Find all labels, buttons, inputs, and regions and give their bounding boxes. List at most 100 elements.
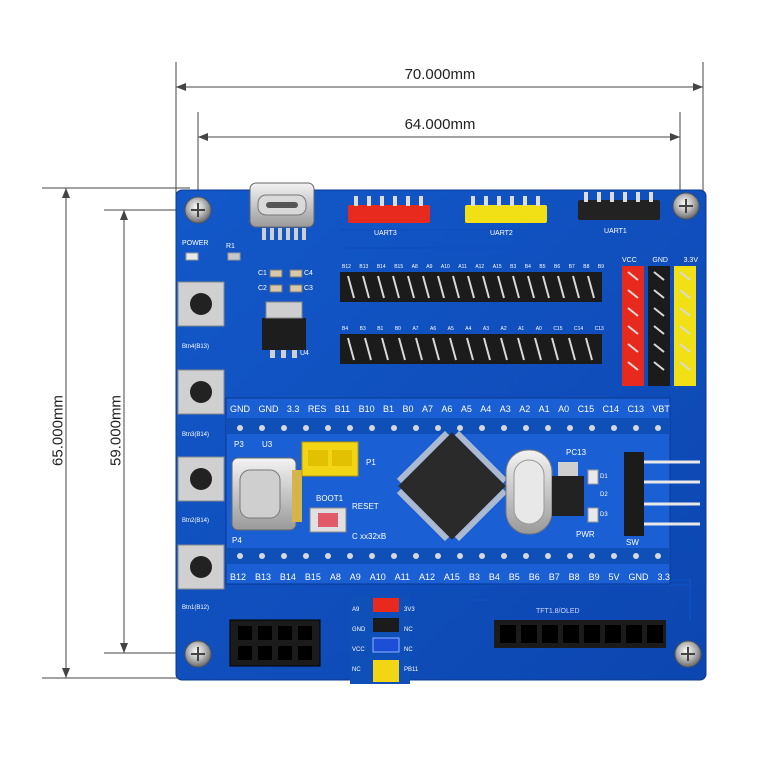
mcu-bottom-pin: GND xyxy=(628,572,649,582)
header2-pin: A1 xyxy=(518,326,525,332)
mcu-top-pin: A0 xyxy=(558,404,570,414)
mcu-top-pin: B1 xyxy=(383,404,395,414)
mcu-top-pin-labels: GND GND 3.3 RES B11 B10 B1 B0 A7 A6 A5 A… xyxy=(230,404,670,414)
jumper-labels-left: A9 GND VCC NC xyxy=(352,600,370,680)
r1-label: R1 xyxy=(226,243,235,250)
mcu-bottom-pin: 5V xyxy=(608,572,620,582)
mcu-top-pin: A1 xyxy=(538,404,550,414)
mcu-top-pin: GND xyxy=(230,404,250,414)
header2-pin: A3 xyxy=(482,326,489,332)
reset-label: RESET xyxy=(352,502,379,511)
rail-label-3v3: 3.3V xyxy=(683,257,698,264)
header1-pin: A9 xyxy=(426,264,433,270)
jumper-label: NC xyxy=(352,667,361,673)
header1-pin: A15 xyxy=(492,264,502,270)
header2-pin: C13 xyxy=(594,326,604,332)
mcu-top-pin: A2 xyxy=(519,404,531,414)
mcu-top-pin: RES xyxy=(307,404,327,414)
header2-pin: A6 xyxy=(430,326,437,332)
header1-pin: B14 xyxy=(376,264,386,270)
header2-pin: B3 xyxy=(359,326,366,332)
header1-pin: B3 xyxy=(510,264,517,270)
power-label: POWER xyxy=(182,240,209,247)
uart3-label: UART3 xyxy=(374,230,397,237)
mcu-bottom-pin: B6 xyxy=(528,572,540,582)
d1-label: D1 xyxy=(600,474,608,480)
mcu-top-pin: A6 xyxy=(441,404,453,414)
tft-label: TFT1.8/OLED xyxy=(536,608,580,615)
mcu-top-pin: C14 xyxy=(602,404,620,414)
inner-width-label: 64.000mm xyxy=(404,116,476,133)
c2-label: C2 xyxy=(258,285,267,292)
mcu-top-pin: B11 xyxy=(334,404,351,414)
header1-pin: A11 xyxy=(458,264,467,270)
header1-pin: A10 xyxy=(440,264,450,270)
uart2-label: UART2 xyxy=(490,230,513,237)
header2-pin: A0 xyxy=(535,326,542,332)
jumper-label: A9 xyxy=(352,607,360,613)
header2-pin: A4 xyxy=(465,326,472,332)
p1-label: P1 xyxy=(366,458,376,467)
header1-pin: A12 xyxy=(475,264,485,270)
jumper-label: NC xyxy=(404,647,413,653)
header2-pin: B0 xyxy=(394,326,401,332)
boot1-label: BOOT1 xyxy=(316,494,344,503)
mcu-bottom-pin: B8 xyxy=(568,572,580,582)
mcu-bottom-pin-labels: B12 B13 B14 B15 A8 A9 A10 A11 A12 A15 B3… xyxy=(230,572,670,582)
p4-label: P4 xyxy=(232,536,242,545)
top-header-row1-labels: B12 B13 B14 B15 A8 A9 A10 A11 A12 A15 B3… xyxy=(342,264,604,270)
mcu-top-pin: 3.3 xyxy=(286,404,300,414)
screw-icon xyxy=(184,192,702,668)
mcu-bottom-pin: A11 xyxy=(394,572,411,582)
mcu-bottom-pin: B5 xyxy=(508,572,520,582)
jumper-label: VCC xyxy=(352,647,365,653)
mcu-bottom-pin: B14 xyxy=(279,572,296,582)
pwr-label: PWR xyxy=(576,530,595,539)
header1-pin: B7 xyxy=(568,264,575,270)
outer-width-label: 70.000mm xyxy=(404,66,476,83)
mcu-bottom-pin: 3.3 xyxy=(657,572,670,582)
jumper-label: GND xyxy=(352,627,366,633)
header2-pin: A2 xyxy=(500,326,507,332)
btn1-label: Btn1(B12) xyxy=(182,605,210,611)
mcu-bottom-pin: B4 xyxy=(488,572,500,582)
mcu-bottom-pin: A8 xyxy=(329,572,341,582)
mcu-top-pin: B10 xyxy=(358,404,375,414)
header1-pin: B12 xyxy=(342,264,351,270)
header1-pin: B8 xyxy=(583,264,590,270)
c1-label: C1 xyxy=(258,270,267,277)
sw-label: SW xyxy=(626,538,639,547)
btn4-label: Btn4(B13) xyxy=(182,344,210,350)
mcu-bottom-pin: B13 xyxy=(254,572,271,582)
mcu-bottom-pin: B15 xyxy=(304,572,321,582)
rail-labels: VCC GND 3.3V xyxy=(622,257,698,264)
mcu-bottom-pin: A9 xyxy=(349,572,361,582)
d3-label: D3 xyxy=(600,512,608,518)
rail-label-vcc: VCC xyxy=(622,257,637,264)
mcu-bottom-pin: A10 xyxy=(369,572,386,582)
header1-pin: B9 xyxy=(597,264,604,270)
rail-label-gnd: GND xyxy=(652,257,668,264)
header2-pin: A7 xyxy=(412,326,419,332)
btn2-label: Btn2(B14) xyxy=(182,518,210,524)
header1-pin: B4 xyxy=(524,264,531,270)
mcu-bottom-pin: B3 xyxy=(468,572,480,582)
pc13-label: PC13 xyxy=(566,448,587,457)
header2-pin: B1 xyxy=(377,326,384,332)
mcu-bottom-pin: A15 xyxy=(443,572,460,582)
u3-label: U3 xyxy=(262,440,273,449)
chip-text: C xx32xB xyxy=(352,532,387,541)
mcu-bottom-pin: B9 xyxy=(588,572,600,582)
mcu-top-pin: A3 xyxy=(499,404,511,414)
btn3-label: Btn3(B14) xyxy=(182,432,210,438)
p3-label: P3 xyxy=(234,440,244,449)
d2-label: D2 xyxy=(600,492,608,498)
jumper-label: NC xyxy=(404,627,413,633)
header2-pin: B4 xyxy=(342,326,349,332)
c3-label: C3 xyxy=(304,285,313,292)
mcu-top-pin: GND xyxy=(258,404,279,414)
mcu-top-pin: A7 xyxy=(421,404,433,414)
top-header-row2-labels: B4 B3 B1 B0 A7 A6 A5 A4 A3 A2 A1 A0 C15 … xyxy=(342,326,604,332)
c4-label: C4 xyxy=(304,270,313,277)
